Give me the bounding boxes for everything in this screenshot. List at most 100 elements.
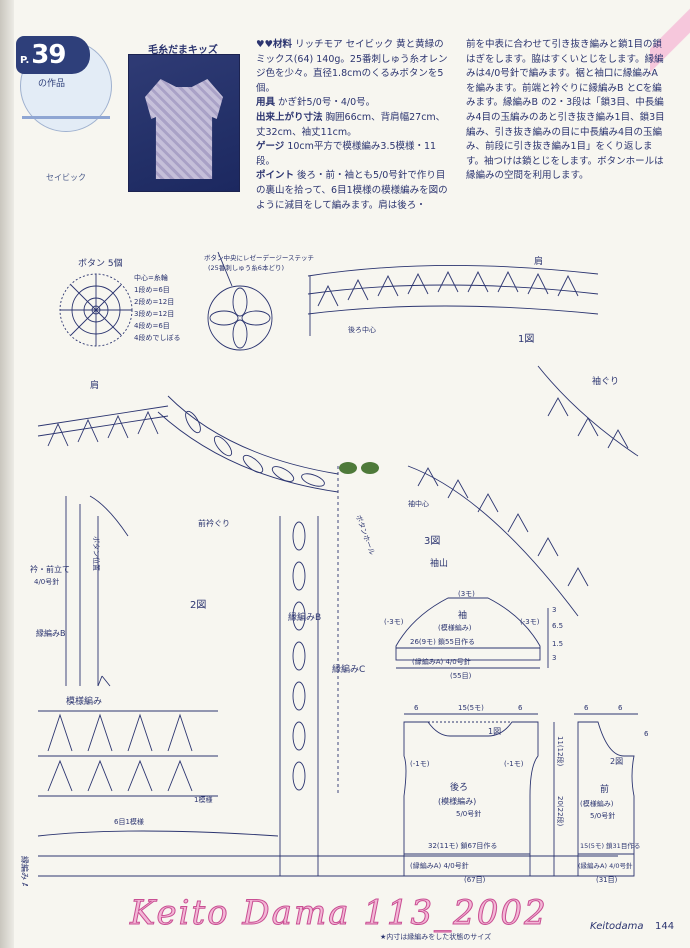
instruction-gauge: ゲージ 10cm平方で模様編み3.5模様・11段。 [256, 141, 437, 167]
button-center-note-2: (25番刺しゅう糸6本どり) [208, 263, 284, 272]
sleeve-cap-chart [407, 465, 589, 617]
one-pattern-label: 6目1模様 [114, 817, 144, 826]
back-edge: (縁編みA) 4/0号針 [410, 861, 469, 870]
watermark: Keito Dama 113_2002 [130, 893, 548, 934]
armhole-chart [537, 365, 639, 457]
back-title: 後ろ [450, 781, 468, 793]
sleeve-chain: 26(9モ) 鎖55目作る [410, 637, 475, 646]
footnote: ★内寸は縁編みをした状態のサイズ [380, 933, 492, 941]
fig2-label: 2図 [190, 599, 206, 611]
collar-front-label: 衿・前立て [30, 564, 70, 574]
button-center-note: ボタン中央にレゼーデージーステッチ [204, 253, 314, 262]
corner-decoration [650, 0, 690, 80]
sleeve-edge: (縁編みA) 4/0号針 [412, 657, 471, 666]
back-dec-left: (-1モ) [410, 760, 430, 768]
cardigan-photo [128, 54, 240, 192]
armhole-label: 袖ぐり [592, 375, 619, 387]
front-needle: 5/0号針 [590, 811, 615, 820]
front-title: 前 [600, 783, 609, 795]
button-hole-label: ボタンホール [354, 514, 377, 557]
sleeve-d4: 3 [552, 654, 556, 662]
button-motif [59, 273, 133, 347]
button-title: ボタン 5個 [78, 257, 123, 269]
front-edge: (縁編みA) 4/0号針 [578, 861, 633, 870]
back-schematic [403, 721, 539, 877]
front-height-1: 6 [644, 730, 649, 738]
front-count: (31目) [596, 876, 618, 884]
cardigan-image [145, 79, 223, 179]
front-sub: (模様編み) [580, 799, 614, 808]
page-spine-shadow [0, 0, 14, 948]
back-neck-chart [307, 265, 599, 336]
button-hole-marker [339, 462, 379, 474]
back-width-right: 6 [518, 704, 523, 712]
button-legend-1: 1段め=6目 [134, 285, 170, 294]
sleeve-d3: 1.5 [552, 640, 563, 648]
sleeve-d2: 6.5 [552, 622, 563, 630]
front-chain: 15(5モ) 鎖31目作る [580, 841, 640, 850]
edge-b-label-left: 縁編みB [36, 628, 66, 638]
instructions-column-1: ♥♥材料 リッチモア セイビック 黄と黄緑のミックス(64) 140g。25番刺… [256, 38, 452, 213]
back-width-mid: 15(5モ) [458, 704, 484, 712]
sleeve-dim-top: (3モ) [458, 590, 475, 598]
back-center-label: 後ろ中心 [348, 325, 376, 334]
instruction-points: ポイント 後ろ・前・袖とも5/0号針で作り目の裏山を拾って、6目1模様の模様編み… [256, 170, 448, 211]
magazine-brand: Keitodama [590, 921, 644, 932]
pattern-sub-label: の作品 [38, 79, 66, 89]
front-schematic [577, 721, 635, 877]
instruction-continued: 前を中表に合わせて引き抜き編みと鎖1目の鎖はぎをします。脇はすくいとじをします。… [466, 39, 665, 182]
button-position-label: ボタン位置 [92, 536, 101, 571]
front-body-chart [279, 466, 339, 876]
front-fig-label: 2図 [610, 757, 623, 766]
sleeve-sub: (模様編み) [438, 623, 472, 632]
button-legend-3: 3段め=12目 [134, 309, 174, 318]
button-legend-4: 4段め=6目 [134, 321, 170, 330]
repeat-label: 1模様 [194, 795, 212, 804]
pattern-stitch-chart [37, 710, 618, 877]
page-prefix: P. [20, 54, 30, 66]
sleeve-count: (55目) [450, 672, 472, 680]
sleeve-cap-label: 袖山 [430, 557, 448, 569]
shoulder-label-top: 肩 [534, 255, 543, 267]
shoulder-label-left: 肩 [90, 379, 99, 391]
back-fig-label: 1図 [488, 727, 501, 736]
fan-motifs-top [317, 270, 579, 307]
instruction-size: 出来上がり寸法 胸囲66cm、背肩幅27cm、丈32cm、袖丈11cm。 [256, 111, 446, 138]
instruction-tools: 用具 かぎ針5/0号・4/0号。 [256, 97, 376, 109]
edge-a-label: 縁編み A [20, 856, 30, 886]
button-legend-2: 2段め=12目 [134, 297, 174, 306]
sleeve-schematic [395, 597, 541, 669]
photo-title: 毛糸だまキッズ [148, 45, 218, 56]
button-legend-5: 4段めでしぼる [134, 333, 180, 342]
instructions-column-2: 前を中表に合わせて引き抜き編みと鎖1目の鎖はぎをします。脇はすくいとじをします。… [466, 38, 666, 184]
pattern-number-tag: P. 39 [16, 36, 90, 74]
sleeve-center-label: 袖中心 [408, 499, 429, 508]
sleeve-title: 袖 [458, 609, 467, 621]
back-width-left: 6 [414, 704, 419, 712]
front-shoulder-chart [37, 405, 169, 447]
fig3-label: 3図 [424, 535, 440, 547]
back-sub: (模様編み) [438, 796, 476, 806]
front-width-right: 6 [618, 704, 623, 712]
sleeve-dim-right: (-3モ) [520, 618, 540, 626]
edge-b-label: 縁編みB [288, 611, 321, 623]
front-band-chart [65, 495, 129, 687]
back-chain: 32(11モ) 鎖67目作る [428, 841, 497, 850]
back-needle: 5/0号針 [456, 809, 481, 818]
back-count: (67目) [464, 876, 486, 884]
instruction-materials: ♥♥材料 リッチモア セイビック 黄と黄緑のミックス(64) 140g。25番刺… [256, 39, 448, 94]
page-number: 144 [655, 921, 675, 932]
yarn-label: セイビック [46, 173, 86, 182]
edge-c-label: 縁編みC [332, 663, 365, 675]
back-dec-right: (-1モ) [504, 760, 524, 768]
front-width-left: 6 [584, 704, 589, 712]
back-height-1: 11(12段) [556, 736, 565, 767]
yarn-sample [22, 116, 110, 119]
sleeve-dim-left: (-3モ) [384, 618, 404, 626]
button-legend-0: 中心=糸輪 [134, 273, 168, 282]
crochet-diagram: ボタン 5個 中心=糸輪 1段め=6目 2段め=12目 3段め=12目 4段め=… [20, 251, 649, 886]
collar-needle-label: 4/0号針 [34, 577, 59, 586]
front-neck-chart [157, 395, 339, 493]
button-flower-stitch [207, 251, 273, 351]
